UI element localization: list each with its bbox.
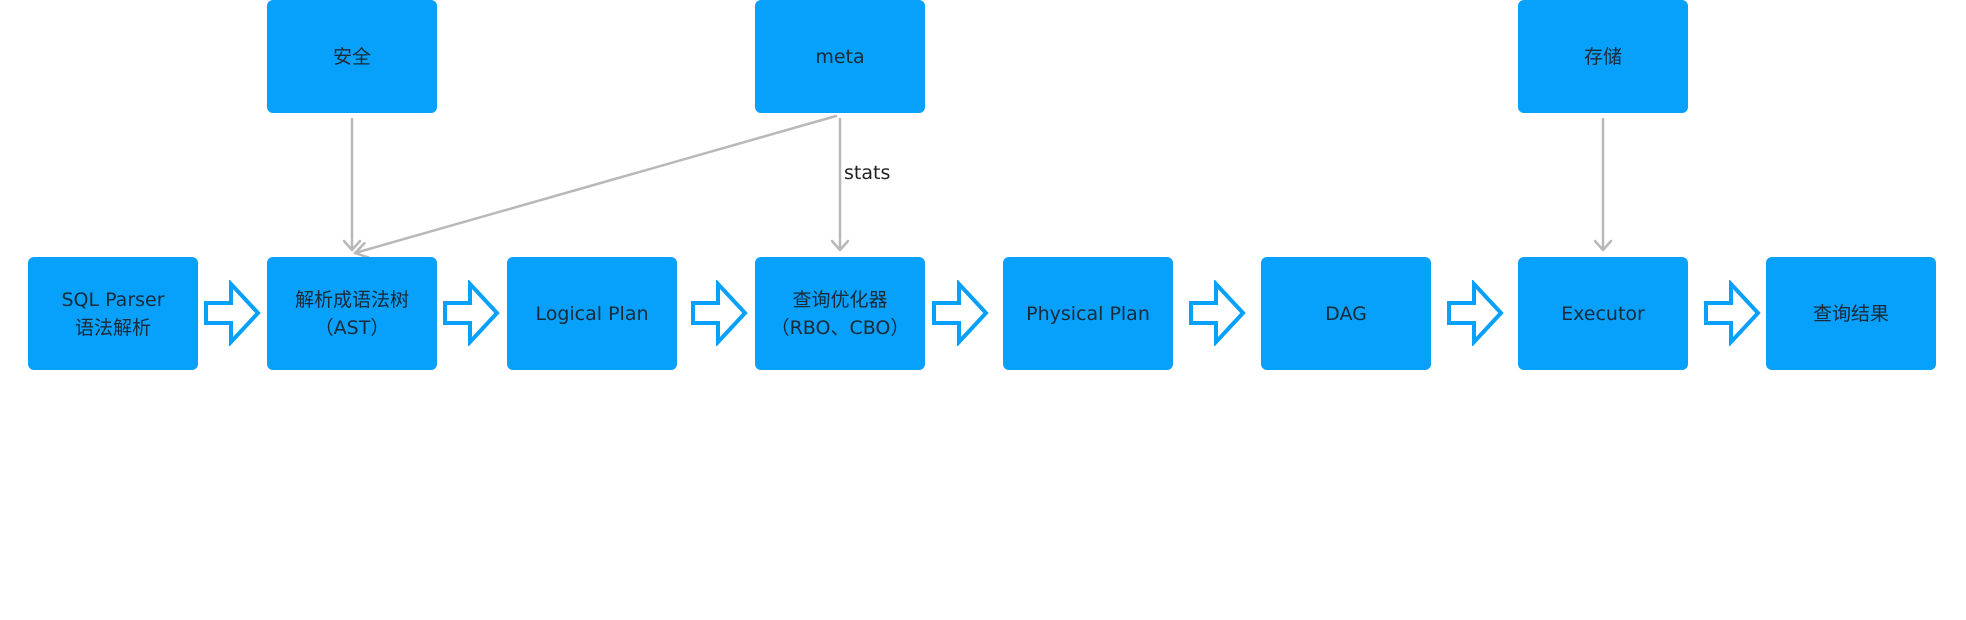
flow-arrow-icon xyxy=(1704,280,1761,346)
ast-node: 解析成语法树 （AST） xyxy=(267,257,437,370)
logical-plan-node: Logical Plan xyxy=(507,257,677,370)
executor-label: Executor xyxy=(1561,302,1645,325)
security-node: 安全 xyxy=(267,0,437,113)
stats-edge-label: stats xyxy=(844,162,891,184)
logical-plan-label: Logical Plan xyxy=(535,302,649,325)
flow-arrow-icon xyxy=(1189,280,1246,346)
meta-to-optimizer-arrowhead xyxy=(830,239,850,252)
storage-to-executor-arrowhead xyxy=(1593,239,1613,252)
meta-to-ast-arrowhead xyxy=(353,241,370,259)
flow-arrow-icon xyxy=(443,280,500,346)
sql-parser-node: SQL Parser 语法解析 xyxy=(28,257,198,370)
physical-plan-label: Physical Plan xyxy=(1026,302,1150,325)
optimizer-node: 查询优化器 （RBO、CBO） xyxy=(755,257,925,370)
meta-to-ast-line xyxy=(353,114,838,255)
security-to-ast-arrowhead xyxy=(342,239,362,252)
dag-label: DAG xyxy=(1325,302,1367,325)
executor-node: Executor xyxy=(1518,257,1688,370)
ast-label-line2: （AST） xyxy=(314,316,390,339)
dag-node: DAG xyxy=(1261,257,1431,370)
storage-node-label: 存储 xyxy=(1583,45,1622,68)
meta-node-label: meta xyxy=(815,45,865,68)
physical-plan-node: Physical Plan xyxy=(1003,257,1173,370)
meta-node: meta xyxy=(755,0,925,113)
flow-arrow-icon xyxy=(1447,280,1504,346)
result-label: 查询结果 xyxy=(1812,302,1889,325)
storage-node: 存储 xyxy=(1518,0,1688,113)
flow-arrow-icon xyxy=(691,280,748,346)
optimizer-label-line2: （RBO、CBO） xyxy=(770,316,910,339)
security-node-label: 安全 xyxy=(332,45,371,68)
ast-label-line1: 解析成语法树 xyxy=(294,288,409,311)
result-node: 查询结果 xyxy=(1766,257,1936,370)
sql-parser-label-line1: SQL Parser xyxy=(61,288,165,311)
optimizer-label-line1: 查询优化器 xyxy=(792,288,888,311)
flow-arrow-icon xyxy=(932,280,989,346)
sql-parser-label-line2: 语法解析 xyxy=(74,316,151,339)
flow-arrow-icon xyxy=(204,280,261,346)
